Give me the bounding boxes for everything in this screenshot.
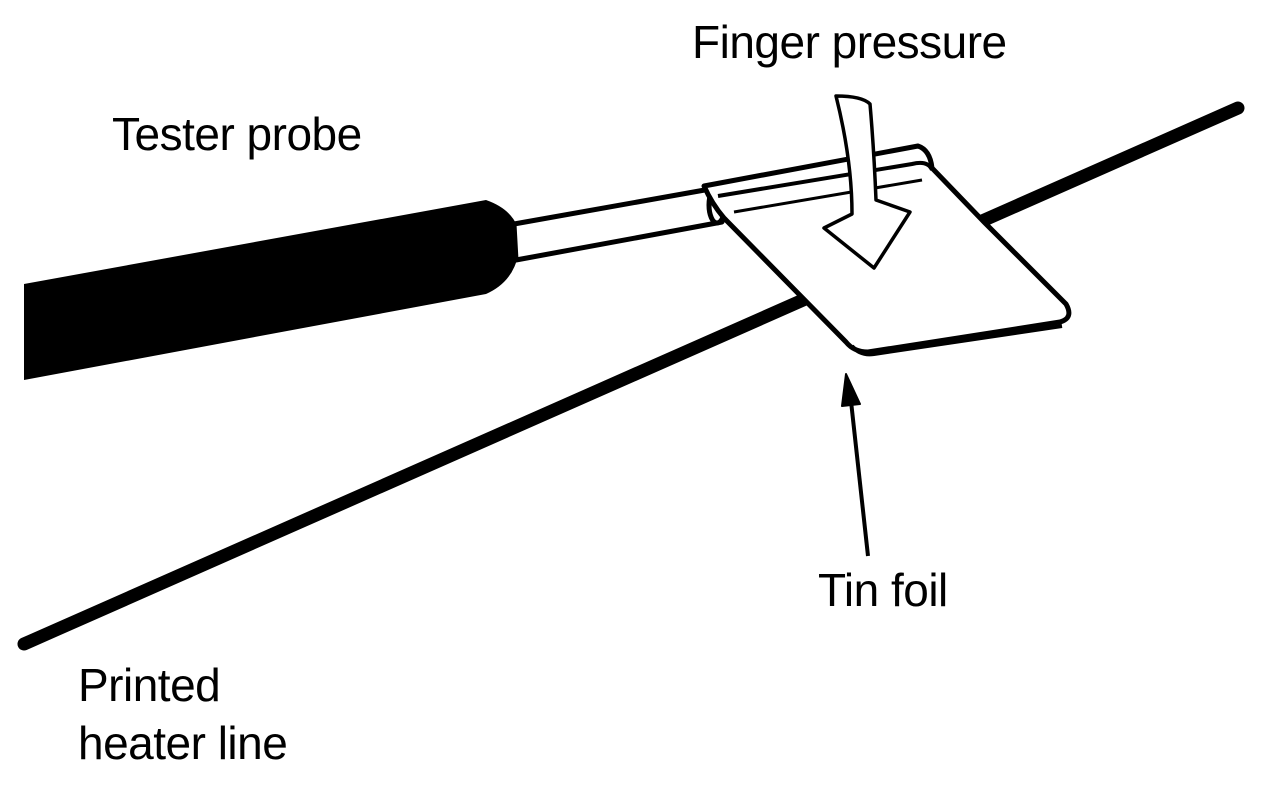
tin-foil-fold bbox=[717, 160, 934, 198]
tester-probe-shaft bbox=[511, 185, 725, 263]
tin-foil-pointer-head bbox=[841, 373, 861, 407]
finger-pressure-label: Finger pressure bbox=[692, 16, 1007, 68]
tin-foil-label: Tin foil bbox=[818, 564, 948, 616]
finger-pressure-arrow bbox=[822, 94, 912, 270]
tester-probe-handle bbox=[24, 200, 520, 380]
tester-probe-label: Tester probe bbox=[112, 108, 362, 160]
tin-foil-pointer-line bbox=[848, 391, 870, 557]
printed-heater-line-label-line-2: heater line bbox=[78, 717, 288, 769]
printed-heater-line bbox=[17, 101, 1245, 651]
printed-heater-line-label-line-1: Printed bbox=[78, 659, 221, 711]
tin-foil-fold-inner bbox=[733, 178, 923, 214]
printed-heater-line-label: Printed heater line bbox=[78, 656, 288, 772]
tin-foil-lip bbox=[850, 324, 1063, 357]
